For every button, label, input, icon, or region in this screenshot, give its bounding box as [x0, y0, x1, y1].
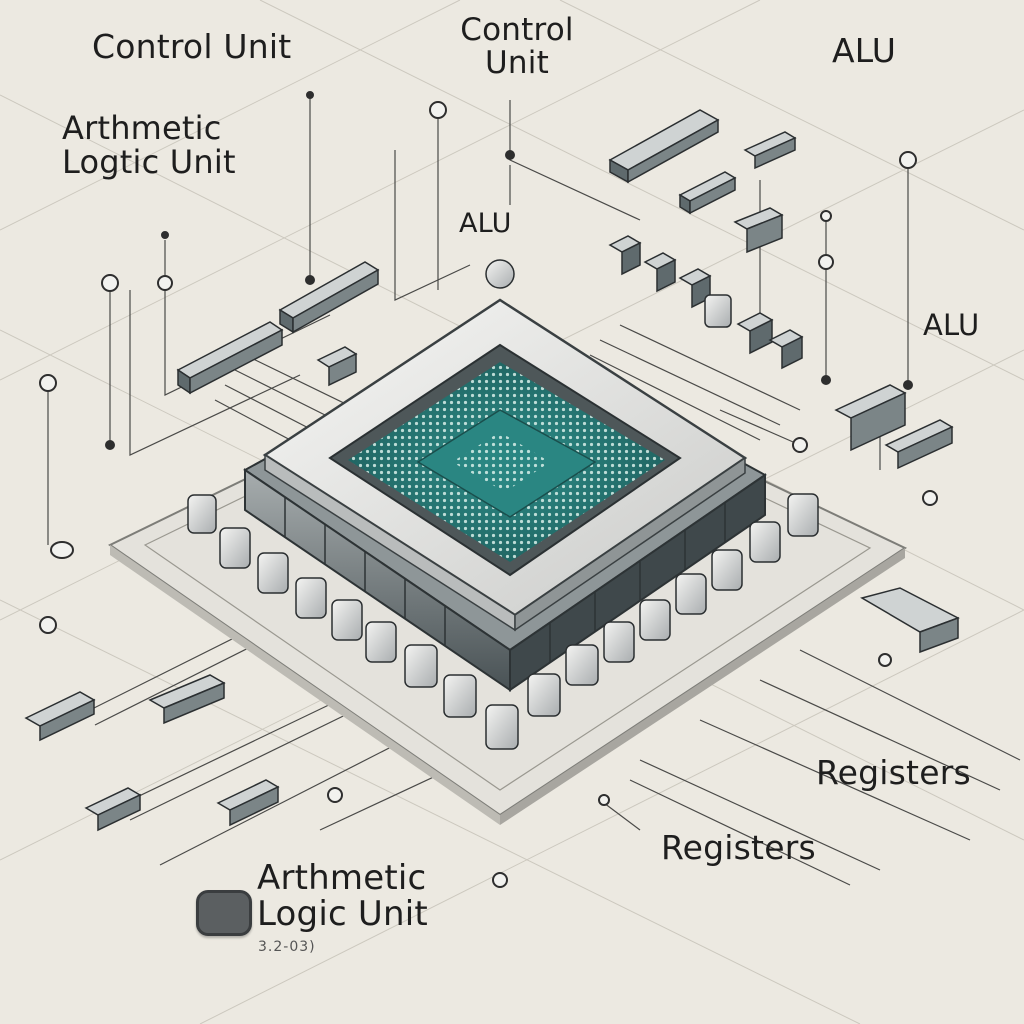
label-registers-bottom: Registers [661, 828, 816, 867]
chip-components [24, 109, 960, 832]
top-post [485, 259, 515, 289]
capacitor [704, 294, 732, 328]
label-alu-right: ALU [923, 308, 980, 342]
label-alu-top-right: ALU [832, 31, 897, 70]
label-control-unit-top-left: Control Unit [92, 27, 292, 66]
label-control-unit-top-center: Control Unit [460, 12, 574, 81]
label-registers-right: Registers [816, 753, 971, 792]
label-arithmetic-logic-unit-top-left: Arthmetic Logtic Unit [62, 109, 236, 181]
label-alu-center: ALU [459, 208, 512, 239]
capacitors [187, 493, 819, 750]
label-arithmetic-logic-unit-bottom: Arthmetic Logic Unit [257, 858, 428, 934]
legend-badge [196, 890, 252, 936]
pin-nodes [39, 91, 938, 888]
caption-text: 3.2-03) [258, 939, 316, 955]
